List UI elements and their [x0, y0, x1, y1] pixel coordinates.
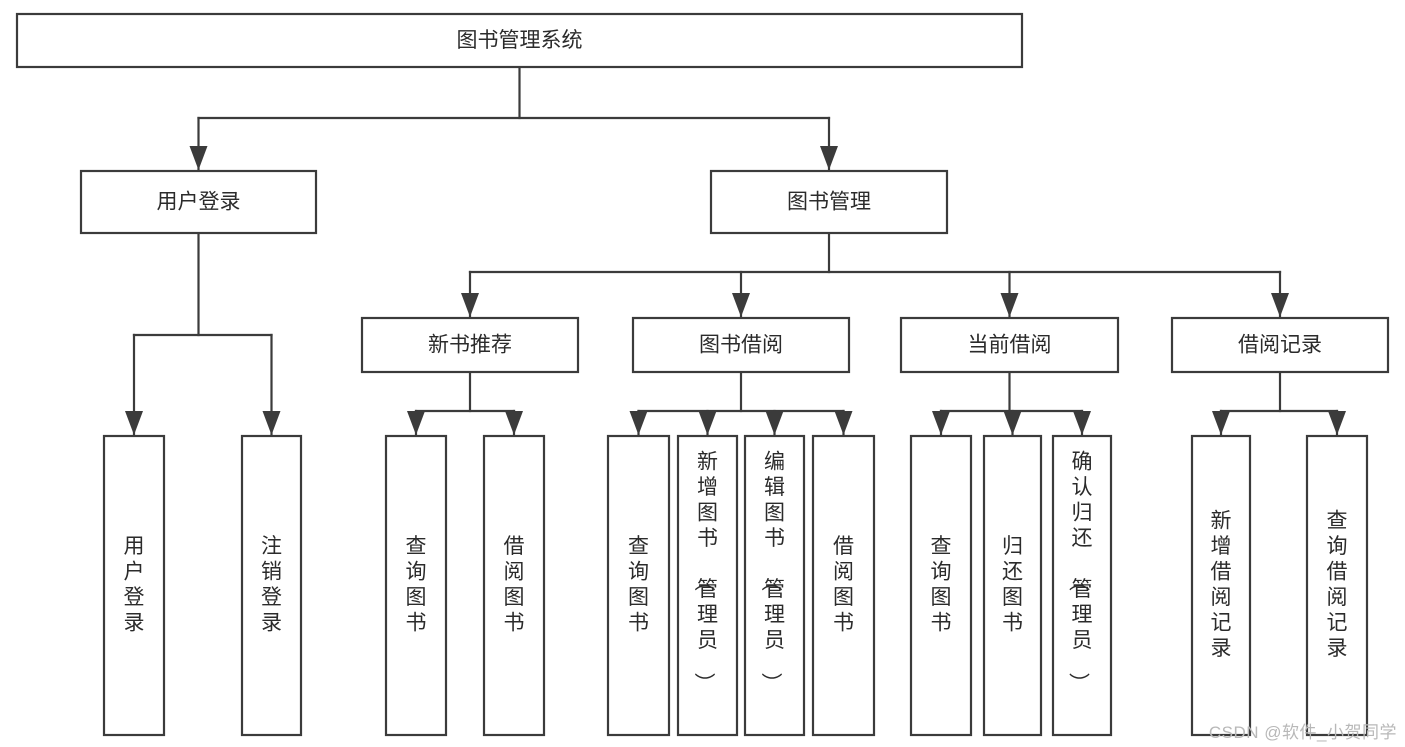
node-label: 归还图书 [1002, 535, 1023, 635]
arrow-head-icon [189, 146, 208, 170]
node-label: 查询图书 [628, 535, 649, 635]
node-box[interactable] [15, 12, 1024, 69]
node-level3[interactable]: 图书借阅 [631, 316, 851, 374]
node-box[interactable] [676, 434, 739, 737]
node-level2[interactable]: 用户登录 [79, 169, 318, 235]
node-box[interactable] [606, 434, 671, 737]
node-label: 新增图书（管理员） [692, 450, 718, 693]
node-leaf[interactable]: 用户登录 [102, 434, 166, 737]
arrow-head-icon [1000, 293, 1019, 317]
node-box[interactable] [360, 316, 580, 374]
node-box[interactable] [102, 434, 166, 737]
arrow-head-icon [732, 293, 750, 317]
node-label: 新书推荐 [428, 334, 512, 357]
node-label: 当前借阅 [968, 334, 1052, 357]
node-level3[interactable]: 借阅记录 [1170, 316, 1390, 374]
node-label: 图书借阅 [699, 334, 783, 357]
node-box[interactable] [482, 434, 546, 737]
arrow-head-icon [1073, 411, 1091, 435]
node-leaf[interactable]: 新增图书（管理员） [676, 434, 739, 737]
arrow-head-icon [407, 411, 425, 435]
arrow-head-icon [1003, 411, 1022, 435]
arrow-head-icon [698, 411, 717, 435]
node-box[interactable] [743, 434, 806, 737]
arrow-head-icon [629, 411, 648, 435]
node-label: 查询借阅记录 [1327, 509, 1348, 660]
node-leaf[interactable]: 查询图书 [909, 434, 973, 737]
node-box[interactable] [631, 316, 851, 374]
arrow-head-icon [125, 411, 143, 435]
arrow-head-icon [1271, 293, 1289, 317]
node-label: 编辑图书（管理员） [759, 450, 785, 693]
node-box[interactable] [899, 316, 1120, 374]
node-level2[interactable]: 图书管理 [709, 169, 949, 235]
node-box[interactable] [1170, 316, 1390, 374]
node-layer: 图书管理系统用户登录图书管理新书推荐图书借阅当前借阅借阅记录用户登录注销登录查询… [15, 12, 1390, 737]
arrow-head-icon [1212, 411, 1230, 435]
node-leaf[interactable]: 查询借阅记录 [1305, 434, 1369, 737]
node-leaf[interactable]: 确认归还（管理员） [1051, 434, 1113, 737]
node-label: 用户登录 [157, 191, 241, 214]
node-label: 借阅图书 [833, 535, 854, 635]
connector-layer [125, 65, 1346, 437]
node-box[interactable] [79, 169, 318, 235]
node-label: 借阅记录 [1238, 334, 1322, 357]
node-box[interactable] [1305, 434, 1369, 737]
node-label: 确认归还（管理员） [1067, 450, 1093, 693]
arrow-head-icon [461, 293, 479, 317]
node-box[interactable] [909, 434, 973, 737]
node-box[interactable] [384, 434, 448, 737]
node-label: 借阅图书 [504, 535, 525, 635]
node-box[interactable] [709, 169, 949, 235]
node-label: 图书管理系统 [457, 29, 583, 52]
node-box[interactable] [1051, 434, 1113, 737]
node-label: 图书管理 [787, 191, 871, 214]
node-leaf[interactable]: 归还图书 [982, 434, 1043, 737]
node-leaf[interactable]: 借阅图书 [811, 434, 876, 737]
arrow-head-icon [834, 411, 853, 435]
node-leaf[interactable]: 编辑图书（管理员） [743, 434, 806, 737]
node-level3[interactable]: 新书推荐 [360, 316, 580, 374]
arrow-head-icon [820, 146, 838, 170]
node-level3[interactable]: 当前借阅 [899, 316, 1120, 374]
node-box[interactable] [1190, 434, 1252, 737]
node-root[interactable]: 图书管理系统 [15, 12, 1024, 69]
node-label: 用户登录 [124, 535, 145, 635]
node-leaf[interactable]: 借阅图书 [482, 434, 546, 737]
node-label: 查询图书 [931, 535, 952, 635]
node-leaf[interactable]: 查询图书 [384, 434, 448, 737]
node-box[interactable] [240, 434, 303, 737]
node-label: 注销登录 [261, 535, 282, 635]
arrow-head-icon [505, 411, 523, 435]
arrow-head-icon [765, 411, 784, 435]
arrow-head-icon [932, 411, 950, 435]
node-label: 新增借阅记录 [1211, 509, 1232, 660]
arrow-head-icon [262, 411, 281, 435]
node-box[interactable] [811, 434, 876, 737]
node-leaf[interactable]: 注销登录 [240, 434, 303, 737]
node-box[interactable] [982, 434, 1043, 737]
arrow-head-icon [1328, 411, 1346, 435]
node-label: 查询图书 [406, 535, 427, 635]
node-leaf[interactable]: 查询图书 [606, 434, 671, 737]
node-leaf[interactable]: 新增借阅记录 [1190, 434, 1252, 737]
